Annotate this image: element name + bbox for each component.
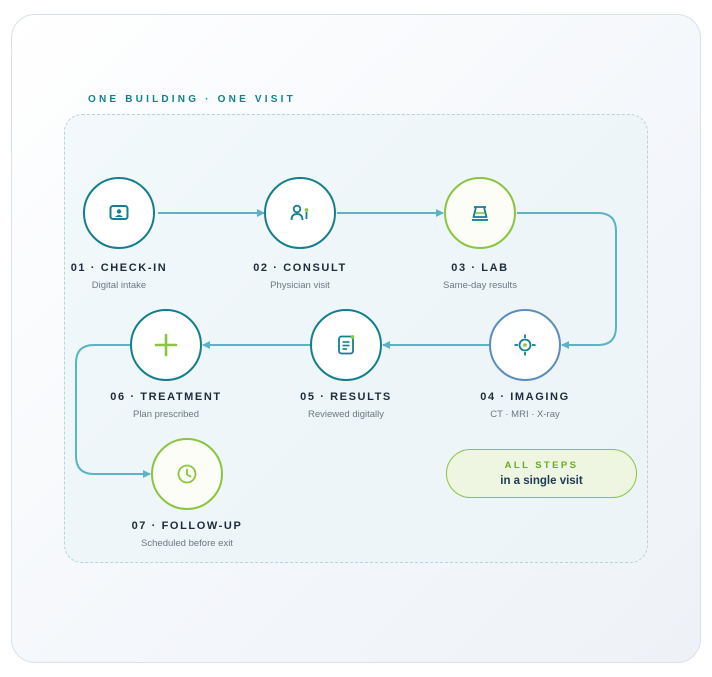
- step-node-imaging: [489, 309, 561, 381]
- step-node-consult: [264, 177, 336, 249]
- step-subtitle: Plan prescribed: [132, 409, 199, 420]
- step-subtitle: Same-day results: [443, 280, 517, 291]
- crosshair-icon: [514, 334, 536, 356]
- step-subtitle: CT · MRI · X-ray: [490, 409, 560, 420]
- step-title: 04 · IMAGING: [480, 391, 570, 403]
- step-subtitle: Scheduled before exit: [141, 538, 233, 549]
- step-title: 06 · TREATMENT: [110, 391, 222, 403]
- step-node-treatment: [130, 309, 202, 381]
- step-title: 01 · CHECK-IN: [70, 262, 168, 274]
- step-label-consult: 02 · CONSULT Physician visit: [215, 262, 385, 291]
- connector-6-7: [75, 344, 151, 478]
- step-subtitle: Reviewed digitally: [307, 409, 385, 420]
- physician-icon: [290, 204, 309, 221]
- step-node-check-in: [83, 177, 155, 249]
- step-label-check-in: 01 · CHECK-IN Digital intake: [34, 262, 204, 291]
- step-title: 03 · LAB: [451, 262, 509, 274]
- step-subtitle: Digital intake: [91, 280, 147, 291]
- step-title: 02 · CONSULT: [253, 262, 347, 274]
- document-icon: [338, 335, 355, 355]
- diagram-heading: ONE BUILDING · ONE VISIT: [88, 94, 296, 105]
- step-label-lab: 03 · LAB Same-day results: [395, 262, 565, 291]
- summary-text: in a single visit: [500, 475, 583, 487]
- step-node-follow-up: [151, 438, 223, 510]
- step-label-results: 05 · RESULTS Reviewed digitally: [261, 391, 431, 420]
- lab-tray-icon: [472, 206, 488, 221]
- step-label-imaging: 04 · IMAGING CT · MRI · X-ray: [440, 391, 610, 420]
- connector-3-4: [517, 212, 617, 349]
- plus-icon: [154, 333, 178, 357]
- step-label-follow-up: 07 · FOLLOW-UP Scheduled before exit: [102, 520, 272, 549]
- step-subtitle: Physician visit: [270, 280, 330, 291]
- step-label-treatment: 06 · TREATMENT Plan prescribed: [81, 391, 251, 420]
- step-node-lab: [444, 177, 516, 249]
- monitor-icon: [109, 205, 129, 220]
- step-title: 05 · RESULTS: [300, 391, 392, 403]
- step-title: 07 · FOLLOW-UP: [131, 520, 243, 532]
- summary-label: ALL STEPS: [504, 460, 579, 471]
- summary-badge: ALL STEPS in a single visit: [446, 449, 637, 498]
- clock-icon: [177, 464, 197, 484]
- step-node-results: [310, 309, 382, 381]
